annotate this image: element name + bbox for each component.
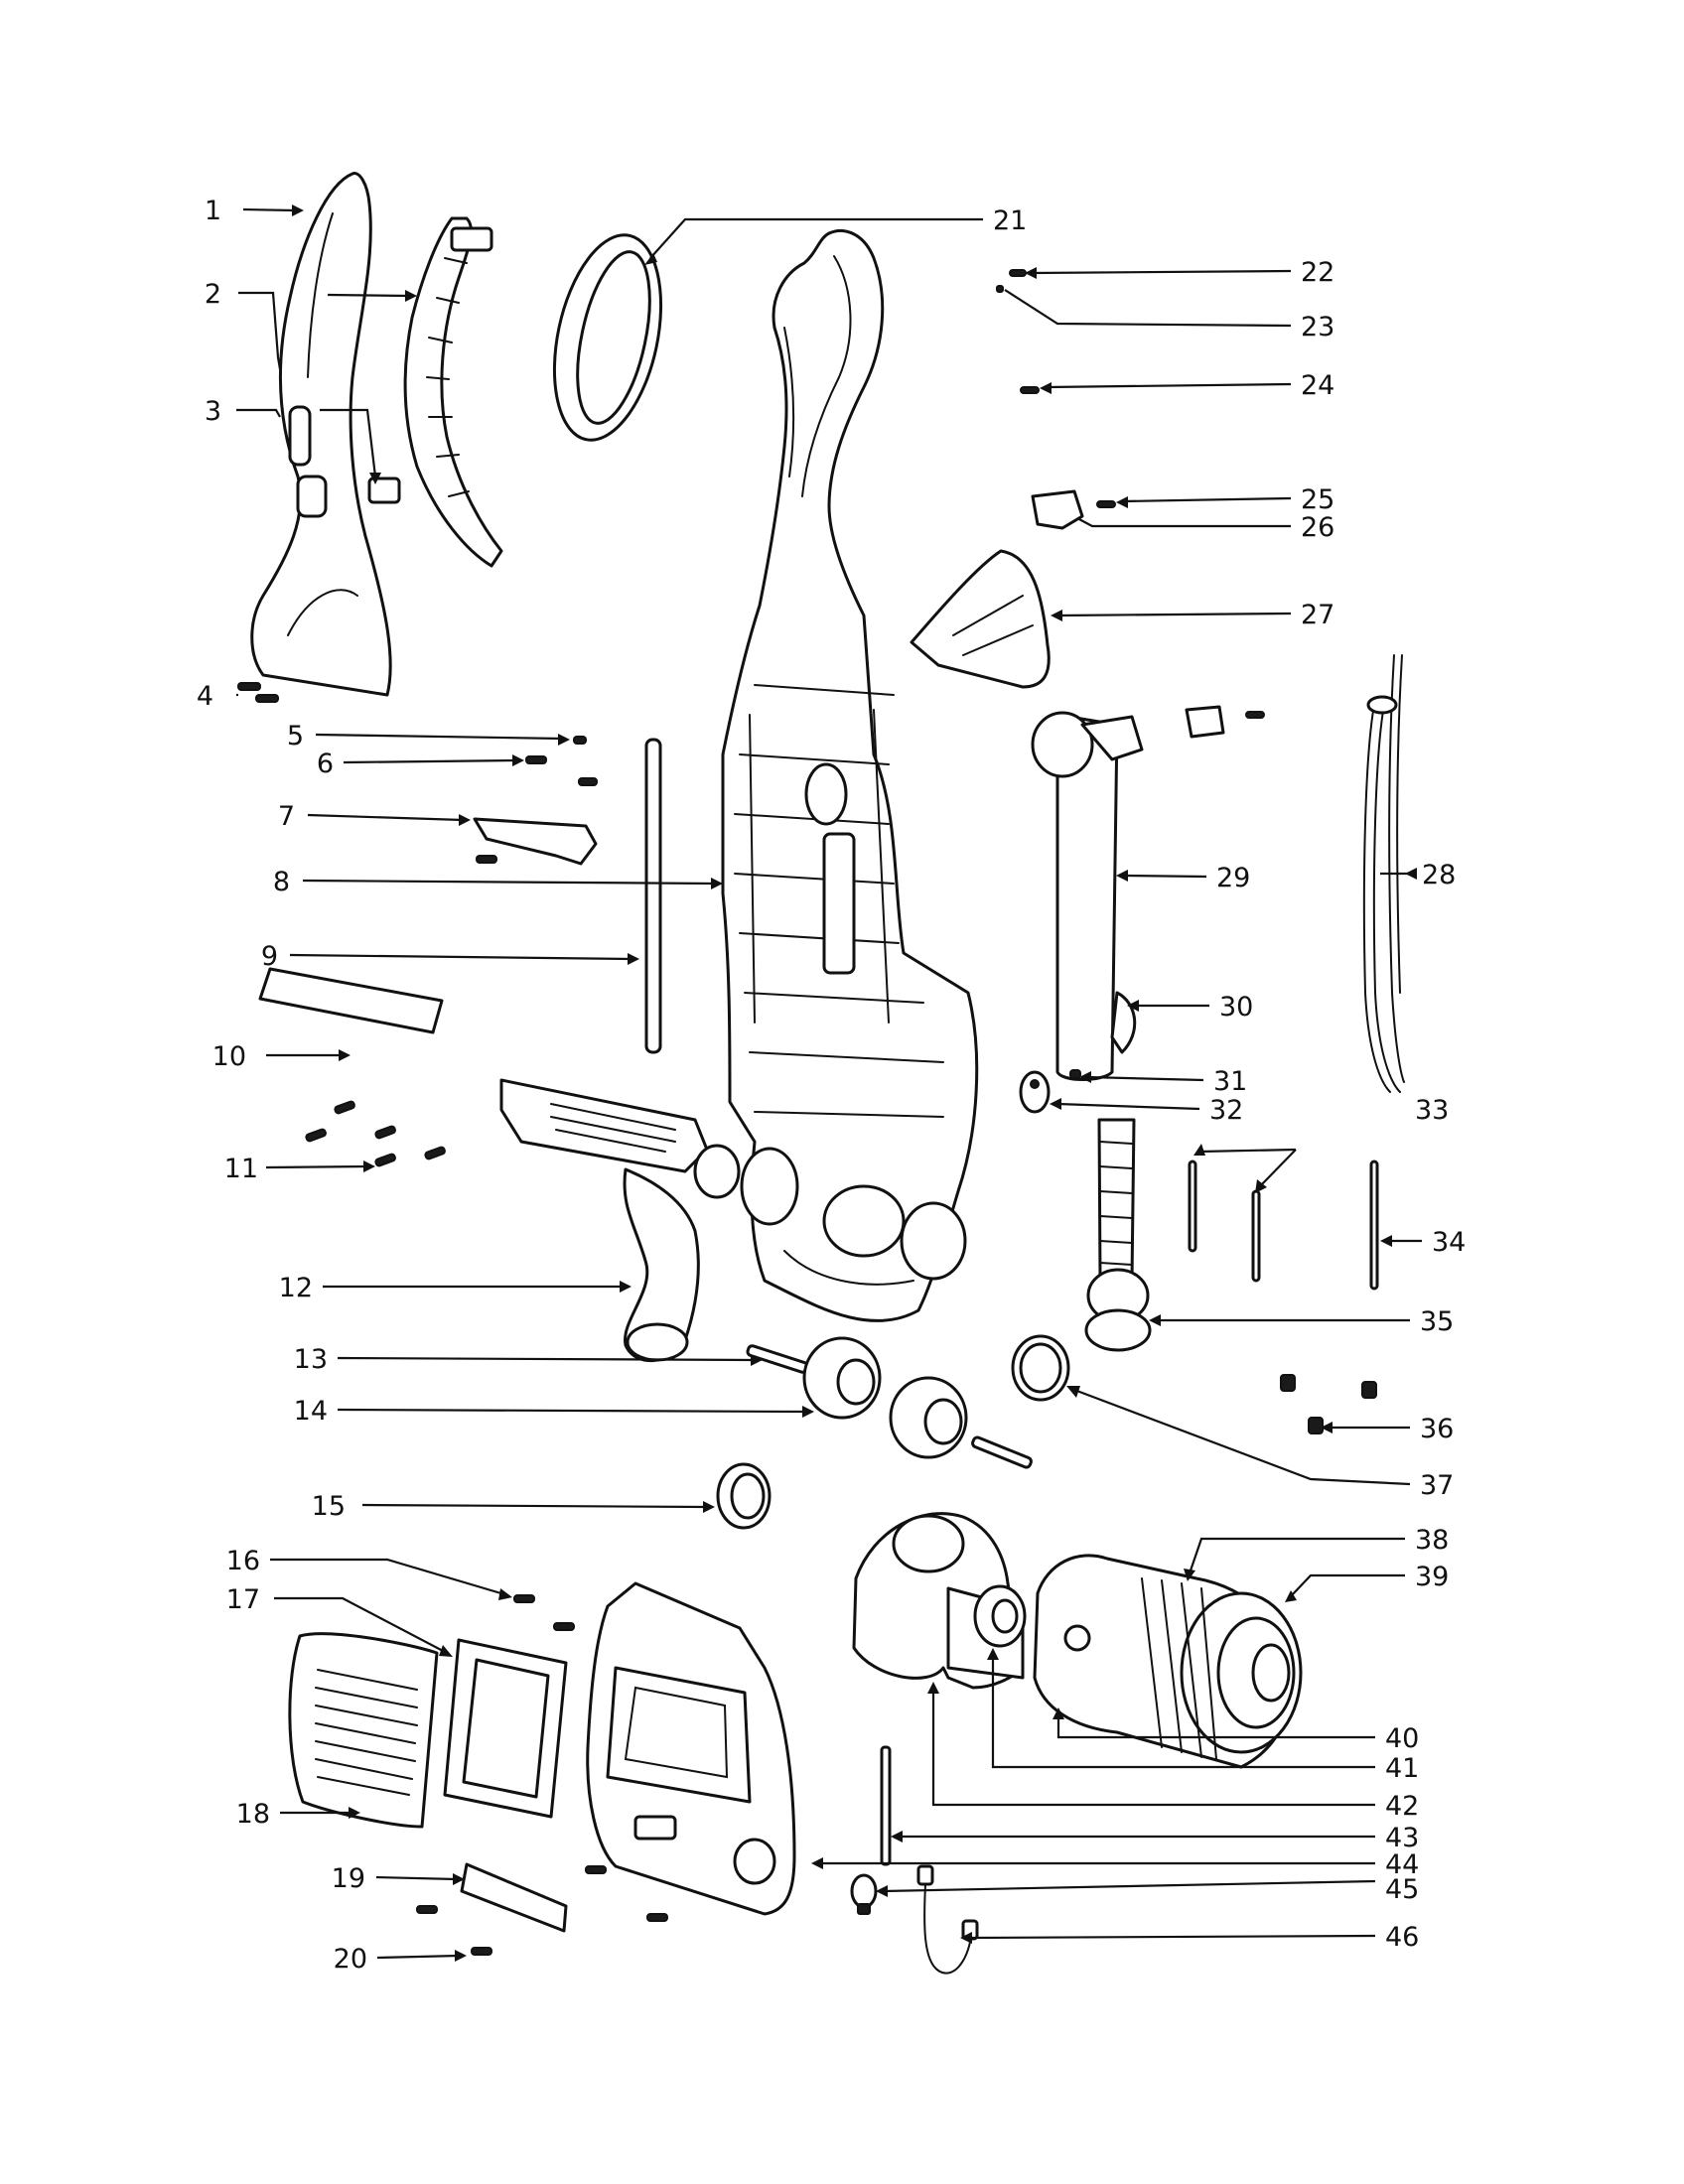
callout-28: 28 bbox=[1422, 860, 1456, 890]
callout-38: 38 bbox=[1415, 1525, 1449, 1556]
screws-4 bbox=[237, 682, 279, 703]
callout-4: 4 bbox=[197, 681, 213, 712]
callout-41: 41 bbox=[1385, 1753, 1419, 1784]
handle-frame bbox=[403, 216, 503, 568]
bumpers-36 bbox=[1280, 1374, 1377, 1434]
callout-1: 1 bbox=[205, 196, 221, 226]
callout-23: 23 bbox=[1301, 312, 1334, 342]
callout-17: 17 bbox=[226, 1584, 260, 1615]
screws-16-20 bbox=[416, 1594, 668, 1956]
callout-31: 31 bbox=[1213, 1066, 1247, 1097]
small-hardware-22-26 bbox=[996, 269, 1116, 530]
callout-11: 11 bbox=[224, 1154, 258, 1184]
duct-assembly bbox=[499, 1078, 741, 1362]
latch-bar-19 bbox=[460, 1862, 568, 1933]
callout-30: 30 bbox=[1219, 992, 1253, 1023]
seal-ring-15 bbox=[716, 1462, 772, 1530]
grille-cover-18 bbox=[288, 1632, 439, 1829]
callout-45: 45 bbox=[1385, 1874, 1419, 1905]
callout-18: 18 bbox=[236, 1799, 270, 1830]
callout-40: 40 bbox=[1385, 1723, 1419, 1754]
callout-21: 21 bbox=[993, 205, 1027, 236]
callout-15: 15 bbox=[312, 1491, 346, 1522]
callout-7: 7 bbox=[278, 801, 295, 832]
callout-35: 35 bbox=[1420, 1306, 1454, 1337]
callout-26: 26 bbox=[1301, 512, 1334, 543]
callout-16: 16 bbox=[226, 1546, 260, 1576]
callout-3: 3 bbox=[205, 396, 221, 427]
callout-5: 5 bbox=[287, 721, 304, 751]
callout-14: 14 bbox=[294, 1396, 328, 1427]
callout-24: 24 bbox=[1301, 370, 1334, 401]
callout-43: 43 bbox=[1385, 1823, 1419, 1853]
callout-10: 10 bbox=[212, 1041, 246, 1072]
callout-32: 32 bbox=[1209, 1095, 1243, 1126]
main-body-housing bbox=[721, 228, 979, 1322]
small-hardware-5-7 bbox=[473, 736, 598, 866]
long-screw-43 bbox=[880, 1745, 892, 1866]
callout-34: 34 bbox=[1432, 1227, 1466, 1258]
callout-22: 22 bbox=[1301, 257, 1334, 288]
motor-38-40 bbox=[1033, 1554, 1303, 1769]
callout-44: 44 bbox=[1385, 1849, 1419, 1880]
callout-19: 19 bbox=[332, 1863, 365, 1894]
callout-27: 27 bbox=[1301, 600, 1334, 630]
screws-11 bbox=[305, 1100, 446, 1167]
handle-cover bbox=[250, 172, 392, 697]
ring-21 bbox=[552, 233, 663, 442]
knob-31-32 bbox=[1019, 1069, 1081, 1114]
callout-39: 39 bbox=[1415, 1562, 1449, 1592]
power-cord-28 bbox=[1362, 654, 1405, 1093]
rod bbox=[644, 738, 662, 1054]
callout-6: 6 bbox=[317, 749, 334, 779]
callout-46: 46 bbox=[1385, 1922, 1419, 1953]
callout-12: 12 bbox=[279, 1273, 313, 1303]
filter-plate bbox=[258, 967, 444, 1034]
callout-8: 8 bbox=[273, 867, 290, 897]
filter-frame-17 bbox=[443, 1638, 568, 1819]
callout-42: 42 bbox=[1385, 1791, 1419, 1822]
callout-numbers: 1 2 3 4 5 6 7 8 9 10 11 12 13 14 15 16 1… bbox=[197, 196, 1467, 1975]
callout-25: 25 bbox=[1301, 484, 1334, 515]
wire-46 bbox=[916, 1864, 979, 1975]
fan-41 bbox=[973, 1584, 1027, 1648]
o-ring-37 bbox=[1011, 1334, 1070, 1402]
wheels-14 bbox=[802, 1336, 1033, 1469]
callout-36: 36 bbox=[1420, 1414, 1454, 1444]
switch-clip bbox=[367, 477, 401, 504]
callout-33: 33 bbox=[1415, 1095, 1449, 1126]
dirt-cup-housing-44 bbox=[586, 1581, 796, 1916]
hose-35 bbox=[1084, 1118, 1152, 1352]
callout-leaders bbox=[236, 205, 1422, 1962]
callout-2: 2 bbox=[205, 279, 221, 310]
callout-37: 37 bbox=[1420, 1470, 1454, 1501]
plug-45 bbox=[850, 1873, 878, 1915]
wedge-cover-27 bbox=[910, 549, 1051, 689]
callout-9: 9 bbox=[261, 941, 278, 972]
rods-33-34 bbox=[1188, 1160, 1379, 1291]
callout-29: 29 bbox=[1216, 863, 1250, 893]
callout-20: 20 bbox=[334, 1944, 367, 1975]
part-drawings bbox=[237, 172, 1405, 1975]
upper-tube-29 bbox=[1031, 705, 1265, 1081]
callout-13: 13 bbox=[294, 1344, 328, 1375]
